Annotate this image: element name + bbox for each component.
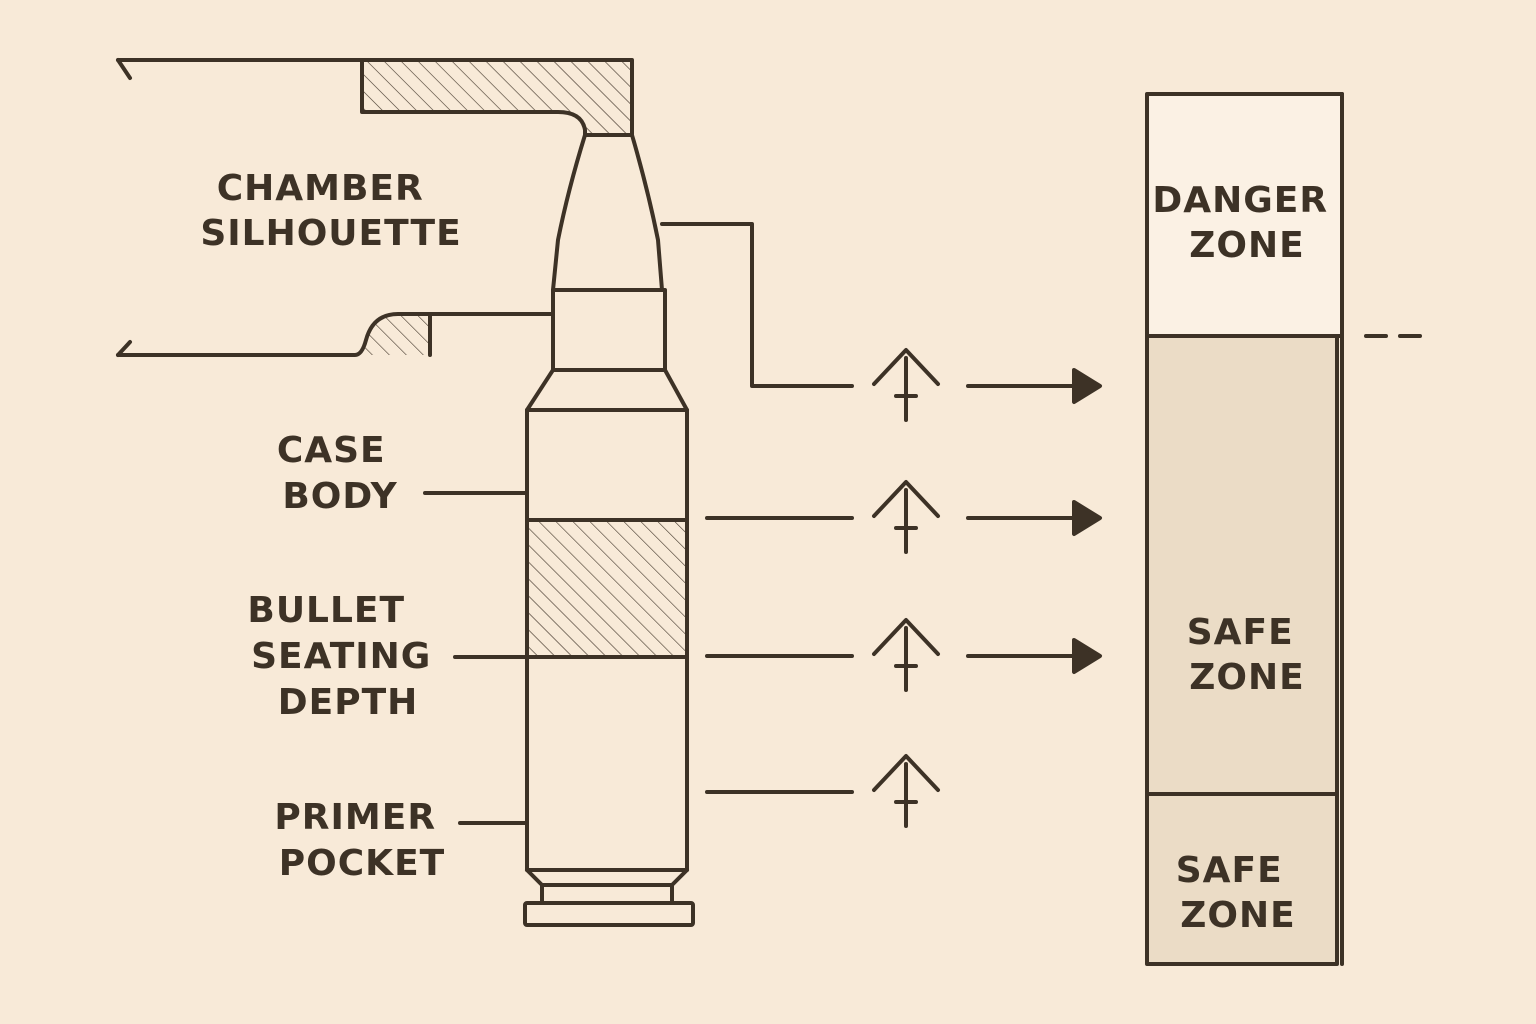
cartridge <box>523 133 695 927</box>
right-arrow-icon <box>966 368 1102 404</box>
zone-column <box>1145 92 1422 966</box>
safe-zone-label-lower: SAFE ZONE <box>1176 850 1297 936</box>
cartridge-shoulder <box>525 368 689 412</box>
safe-zone-label-upper: SAFE ZONE <box>1187 612 1308 698</box>
cartridge-rim <box>523 901 695 927</box>
bullet-seating-label: BULLET SEATING DEPTH <box>247 590 445 723</box>
chamber-bottom-wall <box>116 312 554 357</box>
chamber-top-lip <box>116 58 132 80</box>
case-body-lower <box>525 655 689 872</box>
pressure-arrow-icon <box>872 754 940 828</box>
pressure-arrow-icon <box>872 348 940 422</box>
right-arrow-icon <box>966 500 1102 536</box>
danger-zone-label: DANGER ZONE <box>1152 180 1341 266</box>
chamber-label: CHAMBER SILHOUETTE <box>200 168 461 254</box>
cartridge-extractor-groove <box>525 868 689 887</box>
case-body-upper <box>525 408 689 522</box>
cartridge-neck <box>551 133 664 292</box>
bullet-seating-region <box>525 518 689 659</box>
pressure-arrow-icon <box>872 618 940 692</box>
case-body-label: CASE BODY <box>277 430 399 517</box>
primer-pocket-label: PRIMER POCKET <box>274 797 449 884</box>
safe-zone-box-lower <box>1145 792 1339 966</box>
chamber-top-hatch <box>362 60 632 135</box>
cartridge-shoulder-band <box>551 288 667 372</box>
pressure-arrow-icon <box>872 480 940 554</box>
chamber-bottom-lip <box>116 340 132 357</box>
neck-connector-line <box>660 222 854 388</box>
chamber-silhouette <box>116 58 634 357</box>
safe-zone-box-upper <box>1145 334 1339 796</box>
chamber-bottom-hatch <box>362 314 430 355</box>
right-arrow-icon <box>966 638 1102 674</box>
